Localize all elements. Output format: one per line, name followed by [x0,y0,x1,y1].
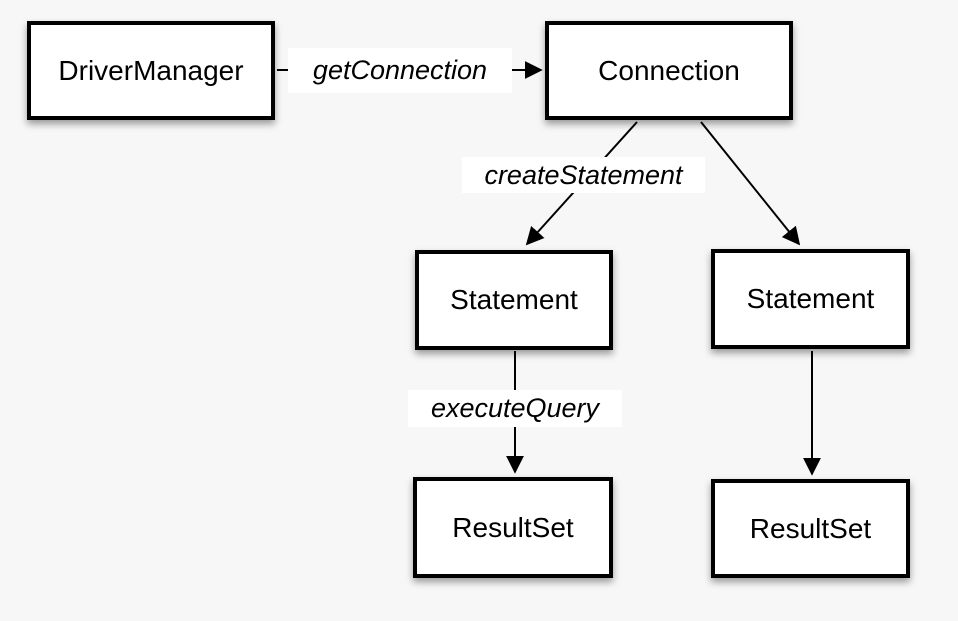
node-statement-right: Statement [711,249,910,349]
edge-label-get-connection: getConnection [288,48,512,93]
node-connection: Connection [545,21,793,120]
node-resultset-right: ResultSet [711,479,910,578]
node-statement-left: Statement [415,250,613,350]
edge-label-create-statement: createStatement [462,157,705,193]
node-driver-manager: DriverManager [27,21,275,120]
node-resultset-left: ResultSet [413,477,613,578]
edge-label-execute-query: executeQuery [408,390,622,427]
edge-connection-to-statement-right-arrow [700,121,801,246]
